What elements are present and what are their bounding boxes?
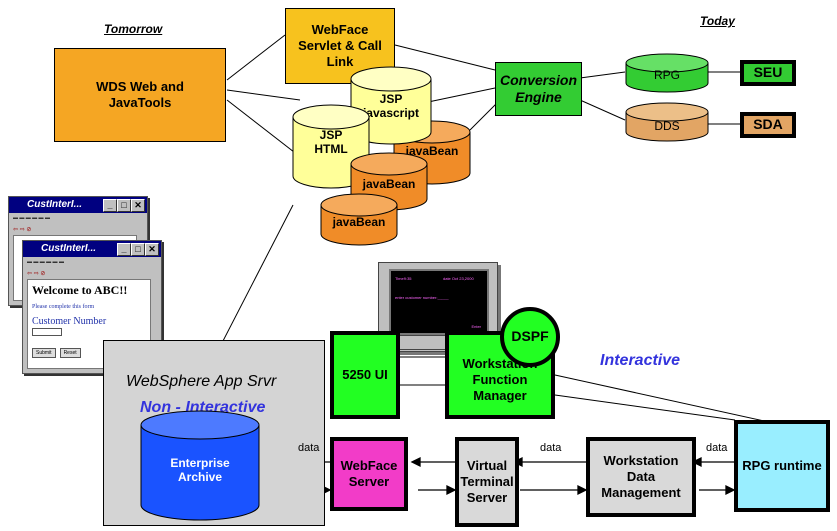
sda-box: SDA	[740, 112, 796, 138]
websphere-title: WebSphere App Srvr	[126, 373, 277, 390]
close-icon[interactable]: ✕	[145, 243, 159, 256]
window-menu: ▬ ▬ ▬ ▬ ▬ ▬	[27, 259, 64, 265]
data-label-1: data	[298, 442, 320, 454]
monitor-enter: Enter	[471, 324, 481, 329]
monitor-prompt: enter customer number:_____	[395, 295, 449, 300]
instruction-text: Please complete this form	[32, 304, 95, 310]
websphere-subtitle: Non - Interactive	[140, 399, 266, 416]
enterprise-archive-label: Enterprise Archive	[170, 456, 230, 485]
jsp-javascript-label: JSP javascript	[362, 92, 420, 121]
webface-server-box: WebFace Server	[330, 437, 408, 511]
javabean-label-2: javaBean	[362, 177, 416, 191]
5250-ui-box: 5250 UI	[330, 331, 400, 419]
monitor-time: Time9:35	[395, 276, 412, 281]
rpg-runtime-box: RPG runtime	[734, 420, 830, 512]
maximize-icon[interactable]: □	[131, 243, 145, 256]
window-toolbar: ⇦ ⇨ ⊘	[27, 271, 46, 277]
rpg-cylinder: RPG	[625, 53, 709, 93]
data-label-3: data	[706, 442, 728, 454]
window-menu: ▬ ▬ ▬ ▬ ▬ ▬	[13, 215, 50, 221]
jsp-html-label: JSP HTML	[314, 128, 348, 157]
tomorrow-heading: Tomorrow	[104, 22, 163, 36]
customer-number-label: Customer Number	[32, 316, 107, 327]
window-title: CustInterI... _ □ ✕	[23, 241, 161, 257]
dspf-badge: DSPF	[500, 307, 560, 367]
window-title: CustInterI... _ □ ✕	[9, 197, 147, 213]
dds-label: DDS	[654, 119, 680, 133]
jsp-html-cylinder: JSP HTML	[292, 104, 370, 190]
reset-button[interactable]: Reset	[59, 348, 81, 358]
interactive-label: Interactive	[600, 352, 681, 369]
monitor-screen: Time9:35 date Oct 23,2000 enter customer…	[389, 269, 489, 335]
customer-number-input[interactable]	[32, 328, 62, 336]
rpg-label: RPG	[653, 68, 680, 82]
data-label-2: data	[540, 442, 562, 454]
workstation-data-management-box: Workstation Data Management	[586, 437, 696, 517]
virtual-terminal-server-box: Virtual Terminal Server	[455, 437, 519, 527]
monitor-date: date Oct 23,2000	[443, 276, 474, 281]
minimize-icon[interactable]: _	[103, 199, 117, 212]
today-heading: Today	[700, 14, 735, 28]
conversion-engine-box: Conversion Engine	[495, 62, 582, 116]
close-icon[interactable]: ✕	[131, 199, 145, 212]
welcome-heading: Welcome to ABC!!	[32, 283, 128, 297]
jsp-javascript-cylinder: JSP javascript	[350, 66, 432, 146]
javabean-cylinder-3: javaBean	[320, 193, 398, 247]
dds-cylinder: DDS	[625, 102, 709, 142]
javabean-label-1: javaBean	[405, 144, 459, 158]
window-toolbar: ⇦ ⇨ ⊘	[13, 227, 32, 233]
browser-window-front: CustInterI... _ □ ✕ ▬ ▬ ▬ ▬ ▬ ▬ ⇦ ⇨ ⊘ We…	[22, 240, 162, 374]
seu-box: SEU	[740, 60, 796, 86]
submit-button[interactable]: Submit	[32, 348, 56, 358]
wds-box: WDS Web and JavaTools	[54, 48, 226, 142]
javabean-label-3: javaBean	[332, 215, 386, 229]
webface-servlet-box: WebFace Servlet & Call Link	[285, 8, 395, 84]
minimize-icon[interactable]: _	[117, 243, 131, 256]
enterprise-archive-cylinder: Enterprise Archive	[140, 410, 260, 522]
maximize-icon[interactable]: □	[117, 199, 131, 212]
